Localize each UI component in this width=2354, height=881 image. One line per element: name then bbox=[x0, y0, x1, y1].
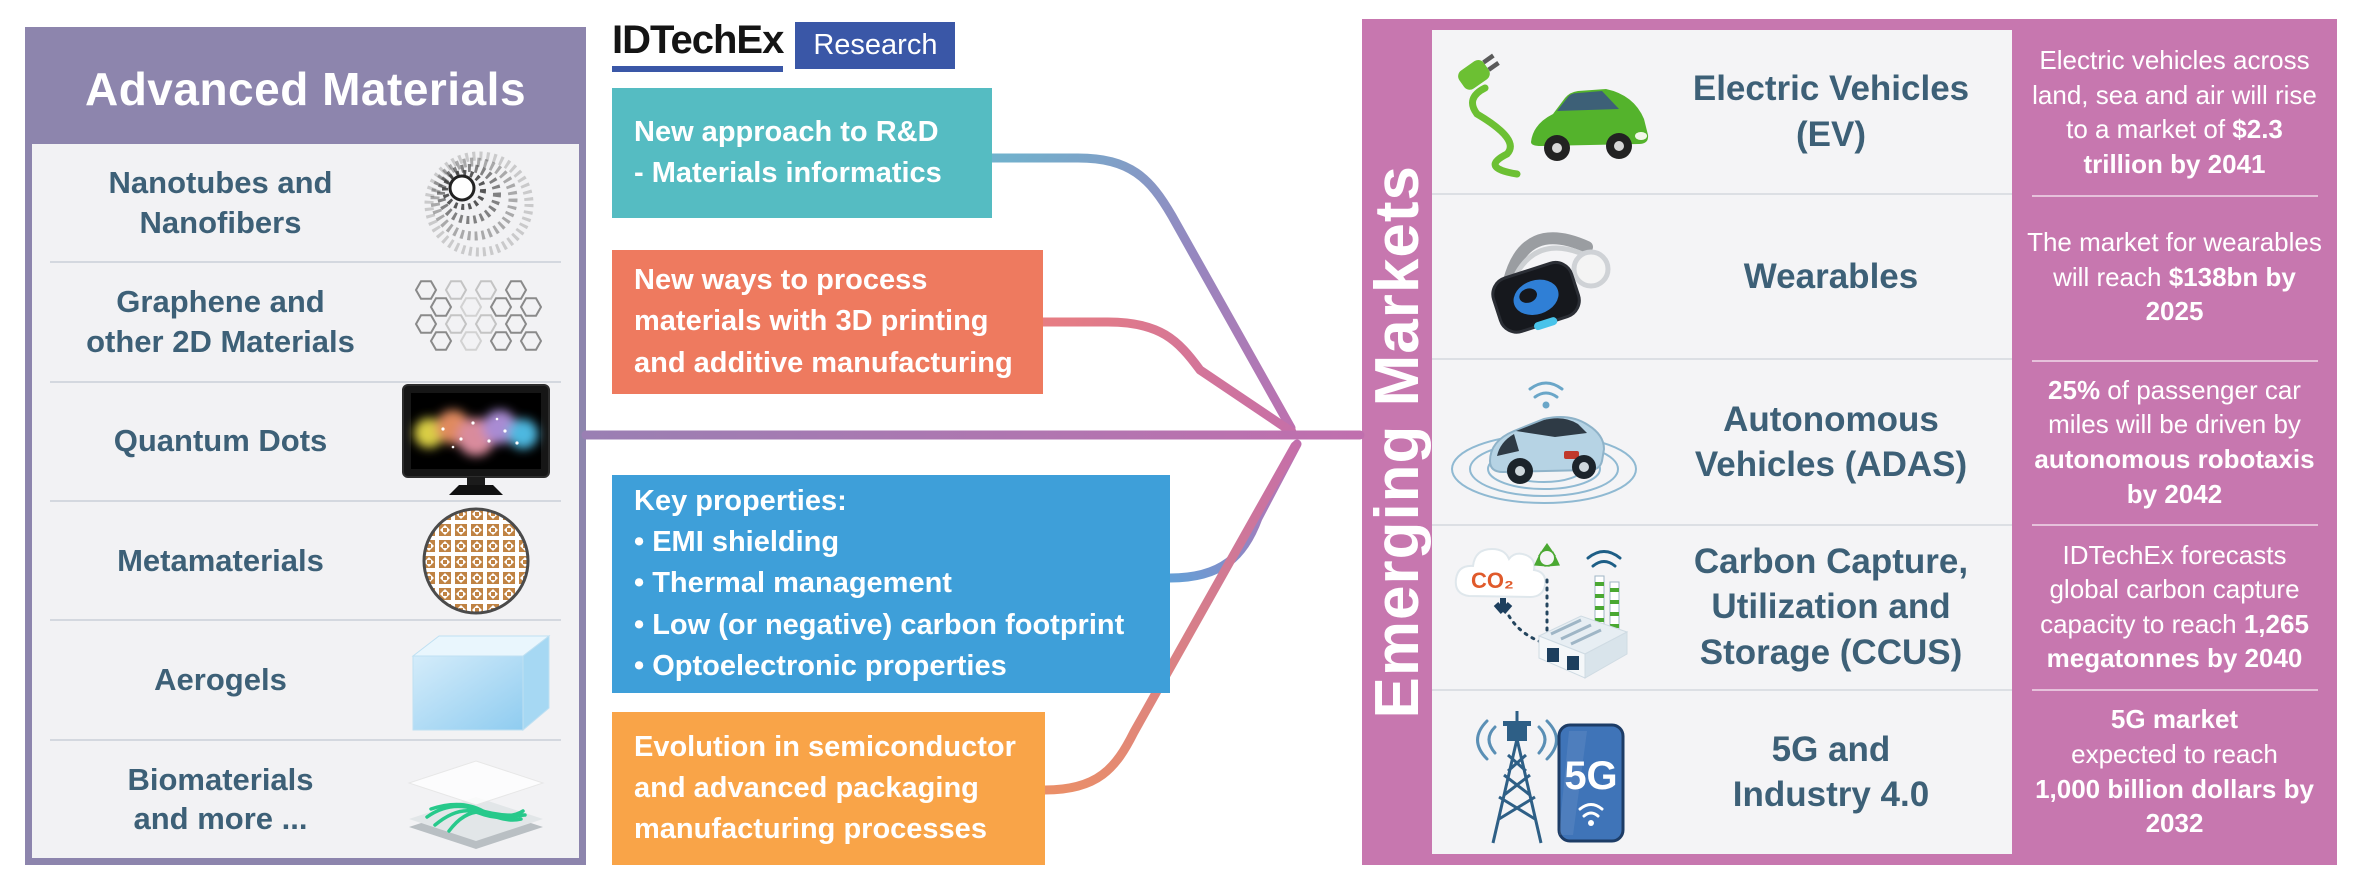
emerging-markets-title-strip: Emerging Markets bbox=[1362, 19, 1432, 865]
idtechex-logo-brand: IDTechEx bbox=[612, 18, 784, 72]
advanced-materials-panel: Advanced Materials Nanotubes and Nanofib… bbox=[25, 27, 586, 865]
emerging-markets-title: Emerging Markets bbox=[1362, 165, 1432, 719]
emerging-markets-panel: Emerging Markets bbox=[1362, 19, 2337, 865]
metamaterials-icon bbox=[391, 506, 561, 616]
stat-robotaxi-forecast: 25% of passenger car miles will be drive… bbox=[2012, 359, 2337, 525]
idtechex-brand-text: IDTechEx bbox=[612, 18, 784, 62]
market-row-5g: 5G 5G and Industry 4.0 bbox=[1432, 688, 2012, 854]
callout-key-properties: Key properties: • EMI shielding • Therma… bbox=[612, 475, 1170, 693]
connector-blue-line bbox=[1165, 439, 1302, 583]
market-label: Electric Vehicles (EV) bbox=[1692, 69, 1970, 154]
stat-carbon-capture-forecast: IDTechEx forecasts global carbon capture… bbox=[2012, 524, 2337, 689]
wearables-icon bbox=[1432, 209, 1662, 345]
callout-materials-informatics: New approach to R&D - Materials informat… bbox=[612, 88, 992, 218]
5g-tower-phone-icon: 5G bbox=[1432, 697, 1662, 847]
market-label: Carbon Capture, Utilization and Storage … bbox=[1693, 541, 1969, 672]
emerging-markets-list: Electric Vehicles (EV) bbox=[1432, 30, 2012, 854]
graphene-icon bbox=[391, 276, 561, 368]
material-row-aerogels: Aerogels bbox=[50, 619, 561, 738]
5g-label: 5G bbox=[1564, 754, 1617, 798]
idtechex-logo: IDTechEx Research bbox=[612, 18, 956, 72]
advanced-materials-title: Advanced Materials bbox=[32, 34, 579, 144]
callout-3d-printing: New ways to process materials with 3D pr… bbox=[612, 250, 1043, 394]
stat-wearables-forecast: The market for wearables will reach $138… bbox=[2012, 194, 2337, 360]
advanced-materials-list: Nanotubes and Nanofibers bbox=[32, 144, 579, 858]
market-row-wearables: Wearables bbox=[1432, 193, 2012, 358]
carbon-capture-icon: CO₂ bbox=[1432, 532, 1662, 682]
material-label: Aerogels bbox=[154, 662, 287, 698]
aerogels-icon bbox=[391, 624, 561, 736]
material-label: Nanotubes and Nanofibers bbox=[108, 164, 333, 240]
idtechex-research-badge: Research bbox=[795, 21, 956, 69]
market-row-ev: Electric Vehicles (EV) bbox=[1432, 30, 2012, 193]
market-row-autonomous: Autonomous Vehicles (ADAS) bbox=[1432, 358, 2012, 523]
material-label: Graphene and other 2D Materials bbox=[86, 284, 355, 359]
co2-label: CO₂ bbox=[1471, 568, 1514, 593]
material-label: Metamaterials bbox=[117, 542, 324, 578]
electric-vehicle-icon bbox=[1432, 44, 1662, 180]
market-label: Wearables bbox=[1743, 257, 1919, 297]
market-forecast-column: Electric vehicles across land, sea and a… bbox=[2012, 30, 2337, 854]
connector-salmon-line bbox=[1038, 317, 1297, 437]
material-label: Biomaterials and more ... bbox=[127, 761, 314, 837]
nanotube-icon bbox=[391, 148, 561, 258]
stat-ev-forecast: Electric vehicles across land, sea and a… bbox=[2032, 45, 2317, 179]
material-row-nanotubes: Nanotubes and Nanofibers bbox=[50, 144, 561, 261]
material-row-graphene: Graphene and other 2D Materials bbox=[50, 261, 561, 380]
material-row-quantum-dots: Quantum Dots bbox=[50, 380, 561, 500]
market-label: 5G and Industry 4.0 bbox=[1732, 729, 1930, 815]
material-label: Quantum Dots bbox=[113, 423, 328, 459]
material-row-metamaterials: Metamaterials bbox=[50, 499, 561, 619]
material-row-biomaterials: Biomaterials and more ... bbox=[50, 738, 561, 858]
market-label: Autonomous Vehicles (ADAS) bbox=[1694, 399, 1968, 485]
quantum-dots-icon bbox=[391, 383, 561, 499]
idtechex-logo-underline bbox=[612, 66, 784, 72]
callout-semiconductor-packaging: Evolution in semiconductor and advanced … bbox=[612, 712, 1045, 865]
biomaterials-icon bbox=[391, 745, 561, 853]
autonomous-vehicle-icon bbox=[1432, 371, 1662, 513]
market-row-ccus: CO₂ bbox=[1432, 523, 2012, 689]
